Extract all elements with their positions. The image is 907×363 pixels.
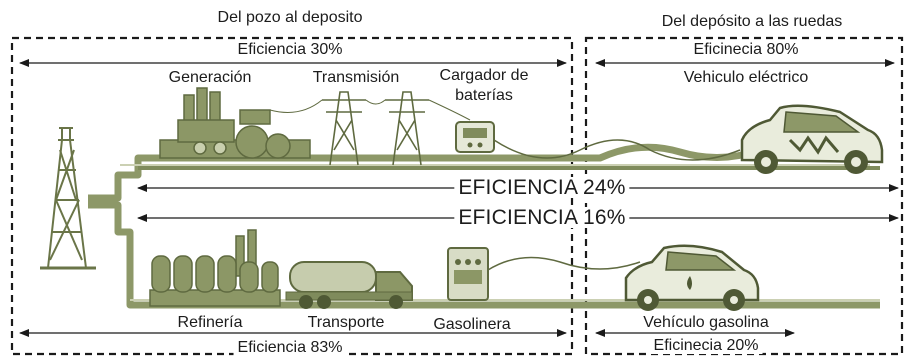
section-well-to-tank: Del pozo al deposito xyxy=(217,9,363,26)
label-electric-vehicle: Vehiculo eléctrico xyxy=(683,69,809,86)
label-gasoline-vehicle: Vehículo gasolina xyxy=(643,314,769,331)
label-refinery: Refinería xyxy=(177,314,243,331)
gasoline-car-icon xyxy=(624,244,760,311)
power-lines xyxy=(269,99,471,121)
label-generation: Generación xyxy=(168,69,252,86)
gas-pump-icon xyxy=(447,247,641,301)
power-plant-icon xyxy=(159,87,311,159)
efficiency-electric-total: EFICIENCIA 24% xyxy=(454,177,630,198)
battery-charger-icon xyxy=(455,121,741,161)
label-charger-line1: Cargador de xyxy=(439,67,529,84)
label-gas-station: Gasolinera xyxy=(433,316,511,333)
section-tank-to-wheels: Del depósito a las ruedas xyxy=(661,13,843,30)
refinery-icon xyxy=(149,229,281,307)
label-transport: Transporte xyxy=(307,314,385,331)
transmission-tower-icon xyxy=(322,91,429,166)
label-charger-line2: baterías xyxy=(455,87,513,104)
efficiency-gasoline-upstream: Eficiencia 83% xyxy=(233,340,347,356)
efficiency-gasoline-vehicle: Eficinecia 20% xyxy=(649,338,763,354)
electric-car-icon xyxy=(740,104,884,174)
efficiency-gasoline-total: EFICIENCIA 16% xyxy=(454,207,630,228)
label-transmission: Transmisión xyxy=(312,69,400,86)
tanker-truck-icon xyxy=(285,261,413,309)
efficiency-electric-vehicle: Eficinecia 80% xyxy=(689,42,803,58)
efficiency-electric-upstream: Eficiencia 30% xyxy=(233,42,347,58)
oil-derrick-icon xyxy=(40,127,96,270)
